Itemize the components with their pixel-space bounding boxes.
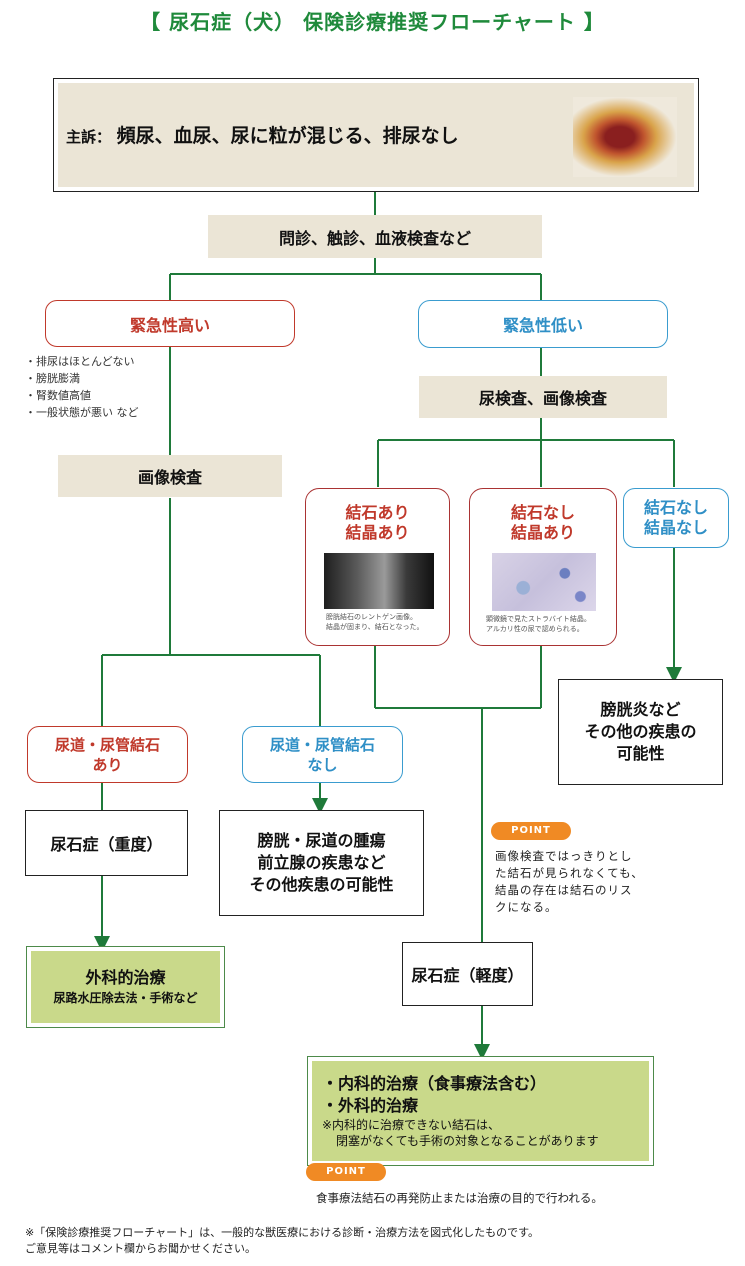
urgent-criteria-list: ・排尿はほとんどない ・膀胱膨満 ・腎数値高値 ・一般状態が悪い など xyxy=(25,355,139,419)
treatment-box: ・内科的治療（食事療法含む） ・外科的治療 ※内科的に治療できない結石は、 閉塞… xyxy=(307,1056,654,1166)
point1-text: 画像検査ではっきりとし た結石が見られなくても、 結晶の存在は結石のリス クにな… xyxy=(495,849,644,914)
cystitis-box: 膀胱炎など その他の疾患の 可能性 xyxy=(558,679,723,785)
mild-box: 尿石症（軽度） xyxy=(402,942,533,1006)
footer-note: ※「保険診療推奨フローチャート」は、一般的な獣医療における診断・治療方法を図式化… xyxy=(25,1226,540,1255)
xray-image xyxy=(324,553,434,609)
nostone-crystal-box: 結石なし 結晶あり 顕微鏡で見たストラバイト結晶。 アルカリ性の尿で認められる。 xyxy=(469,488,617,646)
point-badge-2: POINT xyxy=(306,1163,386,1181)
urethral-stone-no-box: 尿道・尿管結石 なし xyxy=(242,726,403,783)
urine-imaging-box: 尿検査、画像検査 xyxy=(419,376,667,418)
exam-interview-box: 問診、触診、血液検査など xyxy=(208,215,542,258)
nostone-nocrystal-box: 結石なし 結晶なし xyxy=(623,488,729,548)
stone-crystal-box: 結石あり 結晶あり 膀胱結石のレントゲン画像。 結晶が固まり、結石となった。 xyxy=(305,488,450,646)
point-badge-1: POINT xyxy=(491,822,571,840)
page-title: 【 尿石症（犬） 保険診療推奨フローチャート 】 xyxy=(140,10,605,34)
surgery-box: 外科的治療 尿路水圧除去法・手術など xyxy=(26,946,225,1028)
complaint-text: 頻尿、血尿、尿に粒が混じる、排尿なし xyxy=(116,125,459,147)
urgent-high-box: 緊急性高い xyxy=(45,300,295,347)
tumor-box: 膀胱・尿道の腫瘍 前立腺の疾患など その他疾患の可能性 xyxy=(219,810,424,916)
severe-box: 尿石症（重度） xyxy=(25,810,188,876)
chief-complaint-box: 主訴： 頻尿、血尿、尿に粒が混じる、排尿なし xyxy=(53,78,699,192)
urgent-low-box: 緊急性低い xyxy=(418,300,668,348)
point2-text: 食事療法結石の再発防止または治療の目的で行われる。 xyxy=(316,1191,603,1205)
imaging-box: 画像検査 xyxy=(58,455,282,497)
bloody-urine-photo xyxy=(573,97,677,177)
complaint-label: 主訴： xyxy=(66,128,112,146)
microscope-image xyxy=(492,553,596,611)
urethral-stone-yes-box: 尿道・尿管結石 あり xyxy=(27,726,188,783)
